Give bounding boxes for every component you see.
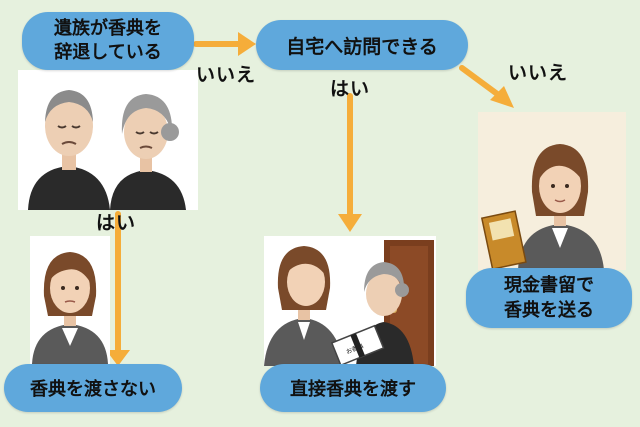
elderly-couple-illustration [18, 70, 198, 210]
node-mail-line1: 現金書留で [504, 275, 594, 296]
node-mail: 現金書留で 香典を送る [466, 268, 632, 328]
edge-label-visit-yes: はい [330, 78, 371, 100]
arrowhead-visit [238, 32, 256, 56]
handing-envelope-illustration: お香典 [264, 236, 436, 367]
arrowhead-no-give [106, 350, 130, 366]
woman-illustration [30, 236, 110, 364]
node-direct-text: 直接香典を渡す [290, 379, 416, 400]
node-direct: 直接香典を渡す [260, 364, 446, 412]
node-mail-line2: 香典を送る [504, 300, 594, 321]
arrowhead-mail [490, 86, 514, 108]
node-decline-line2: 辞退している [54, 42, 162, 63]
edge-label-visit-no: いいえ [508, 62, 569, 84]
node-decline-line1: 遺族が香典を [54, 18, 162, 39]
edge-label-decline-no: いいえ [196, 64, 257, 86]
edge-label-decline-yes: はい [96, 212, 137, 234]
node-decline: 遺族が香典を 辞退している [22, 12, 194, 70]
node-no-give-text: 香典を渡さない [30, 379, 156, 400]
node-visit: 自宅へ訪問できる [256, 20, 468, 70]
arrow-visit-to-mail [459, 65, 503, 99]
woman-with-registered-mail-illustration [478, 112, 626, 270]
node-visit-text: 自宅へ訪問できる [286, 35, 438, 58]
node-no-give: 香典を渡さない [4, 364, 182, 412]
arrowhead-direct [338, 214, 362, 232]
